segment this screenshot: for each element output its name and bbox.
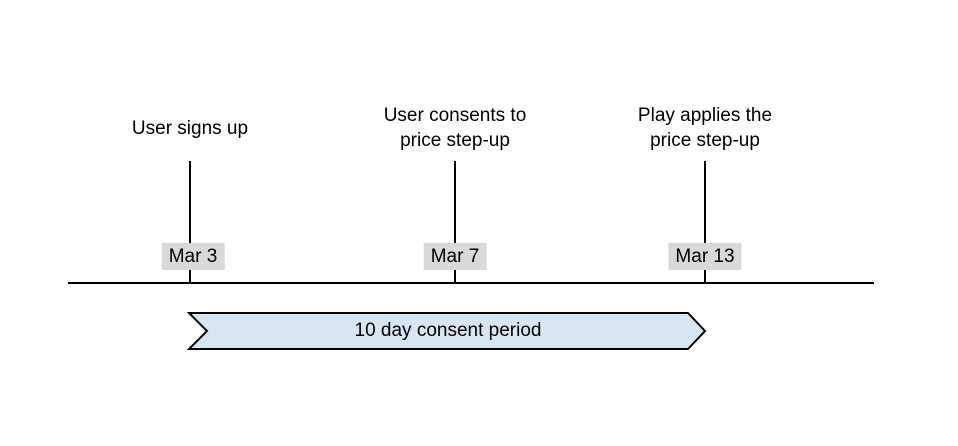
date-badge-mar3: Mar 3	[161, 243, 225, 270]
milestone-tick	[189, 161, 191, 283]
milestone-label-line: User signs up	[131, 117, 249, 139]
milestone-tick	[704, 161, 706, 283]
timeline-axis	[68, 282, 874, 284]
date-badge-mar13: Mar 13	[668, 243, 742, 270]
milestone-label-line: Play applies the	[637, 105, 773, 126]
date-badge-mar7: Mar 7	[423, 243, 487, 270]
period-arrow-shape	[187, 312, 707, 350]
consent-period-label: 10 day consent period	[354, 319, 542, 341]
milestone-tick	[454, 161, 456, 283]
milestone-label-line: price step-up	[650, 130, 760, 151]
milestone-label-line: User consents to	[383, 105, 527, 126]
milestone-label-line: price step-up	[400, 130, 510, 151]
milestone-label-consent: User consents to price step-up	[335, 96, 575, 160]
milestone-label-apply: Play applies the price step-up	[585, 96, 825, 160]
consent-period-banner	[187, 312, 707, 350]
milestone-label-signup: User signs up	[70, 96, 310, 160]
